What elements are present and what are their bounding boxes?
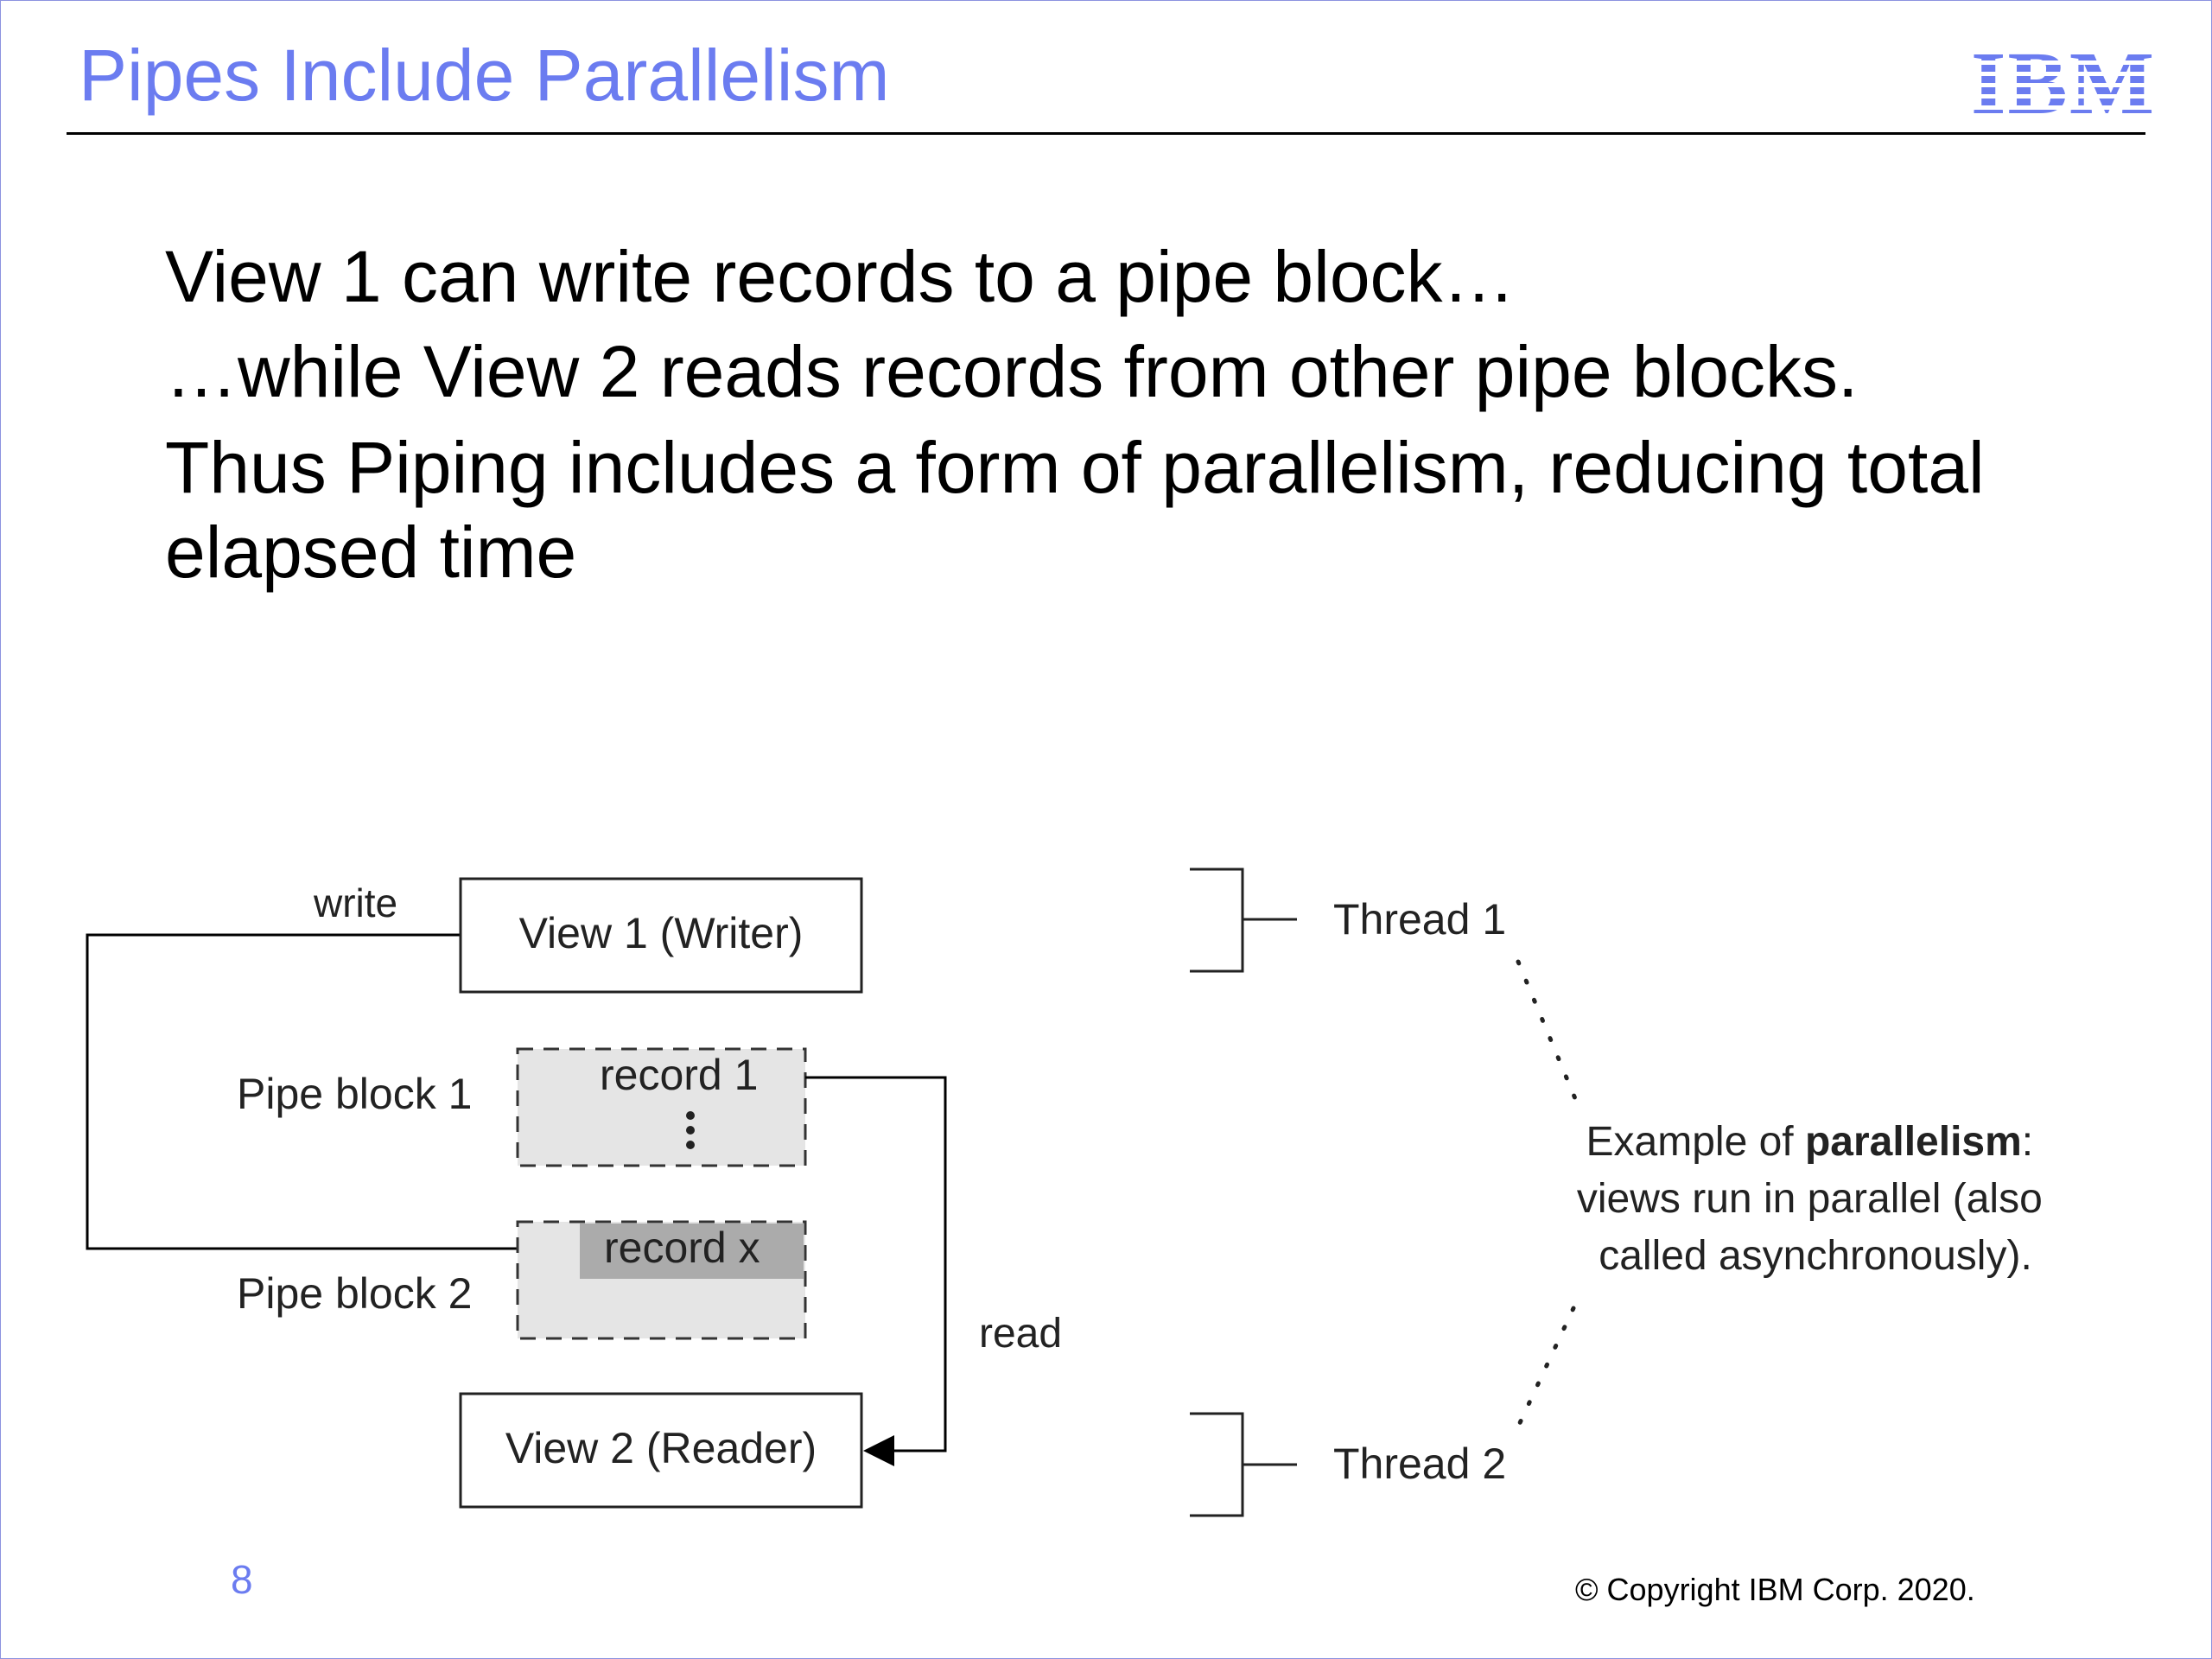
page-number: 8 xyxy=(231,1557,253,1602)
ibm-logo: IBM xyxy=(1971,42,2156,120)
example-line1-suffix: : xyxy=(2022,1119,2033,1165)
record-1-label: record 1 xyxy=(600,1051,758,1099)
copyright-notice: © Copyright IBM Corp. 2020. xyxy=(1575,1572,1975,1607)
view2-reader-box xyxy=(459,1392,863,1509)
body-line-2: …while View 2 reads records from other p… xyxy=(165,331,1859,413)
read-label: read xyxy=(979,1311,1062,1357)
body-line-1: View 1 can write records to a pipe block… xyxy=(165,236,1516,317)
thread-1-bracket xyxy=(1190,868,1244,973)
pipe-block-1 xyxy=(516,1047,807,1167)
dotted-connector-upper xyxy=(1516,959,1581,1109)
example-line3: called asynchronously). xyxy=(1599,1233,2032,1279)
body-line-3: Thus Piping includes a form of paralleli… xyxy=(165,426,1985,593)
ellipsis-icon xyxy=(686,1111,695,1149)
thread-2-label: Thread 2 xyxy=(1333,1440,1506,1488)
example-line1-bold: parallelism xyxy=(1805,1119,2022,1165)
thread-2-bracket xyxy=(1190,1412,1244,1517)
read-connector xyxy=(805,1076,947,1452)
dotted-connector-lower xyxy=(1516,1306,1576,1429)
body-text: View 1 can write records to a pipe block… xyxy=(165,234,2066,605)
pipe-block-2-label: Pipe block 2 xyxy=(237,1269,472,1318)
view1-writer-label: View 1 (Writer) xyxy=(519,909,804,957)
example-line2: views run in parallel (also xyxy=(1577,1176,2043,1222)
record-x-highlight xyxy=(580,1224,804,1279)
title-divider xyxy=(67,132,2145,135)
view1-writer-box xyxy=(459,877,863,994)
example-line1-prefix: Example of xyxy=(1586,1119,1805,1165)
pipe-block-1-label: Pipe block 1 xyxy=(237,1070,472,1118)
pipe-parallelism-diagram: write View 1 (Writer) Pipe block 1 recor… xyxy=(86,868,2054,1517)
write-label: write xyxy=(313,880,397,925)
read-arrowhead xyxy=(863,1435,894,1466)
thread-1-label: Thread 1 xyxy=(1333,895,1506,944)
example-text: Example of parallelism: views run in par… xyxy=(1577,1119,2054,1279)
view2-reader-label: View 2 (Reader) xyxy=(505,1424,817,1472)
slide-title: Pipes Include Parallelism xyxy=(79,35,890,116)
write-connector xyxy=(86,933,554,1250)
record-x-label: record x xyxy=(604,1224,760,1272)
ibm-logo-text: IBM xyxy=(1971,42,2156,120)
